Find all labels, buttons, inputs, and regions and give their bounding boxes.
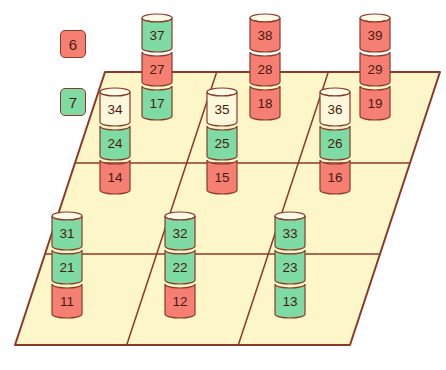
peg-ring: 19 <box>360 82 390 120</box>
ring-number: 27 <box>142 52 172 86</box>
peg-ring: 24 <box>100 122 130 160</box>
ring-number: 36 <box>320 92 350 126</box>
grid-line <box>45 253 380 255</box>
ring-number: 28 <box>250 52 280 86</box>
ring-number: 34 <box>100 92 130 126</box>
peg-ring: 22 <box>165 246 195 284</box>
ring-number: 33 <box>275 216 305 250</box>
ring-number: 38 <box>250 18 280 52</box>
peg-ring: 35 <box>207 88 237 126</box>
peg-ring: 38 <box>250 14 280 52</box>
peg-ring: 17 <box>142 82 172 120</box>
ring-number: 23 <box>275 250 305 284</box>
ring-number: 26 <box>320 126 350 160</box>
ring-number: 25 <box>207 126 237 160</box>
peg-ring: 33 <box>275 212 305 250</box>
peg-ring: 36 <box>320 88 350 126</box>
ring-number: 11 <box>52 284 82 318</box>
peg-ring: 14 <box>100 156 130 194</box>
peg-ring: 31 <box>52 212 82 250</box>
grid-line <box>238 72 328 345</box>
ring-number: 24 <box>100 126 130 160</box>
ring-number: 22 <box>165 250 195 284</box>
ring-number: 15 <box>207 160 237 194</box>
peg-ring: 28 <box>250 48 280 86</box>
ring-number: 16 <box>320 160 350 194</box>
ring-number: 32 <box>165 216 195 250</box>
legend-text: 6 <box>69 36 77 53</box>
ring-number: 21 <box>52 250 82 284</box>
peg-ring: 12 <box>165 280 195 318</box>
peg-ring: 34 <box>100 88 130 126</box>
peg-ring: 13 <box>275 280 305 318</box>
peg-ring: 37 <box>142 14 172 52</box>
ring-number: 39 <box>360 18 390 52</box>
peg-ring: 26 <box>320 122 350 160</box>
peg-ring: 23 <box>275 246 305 284</box>
ring-number: 13 <box>275 284 305 318</box>
peg-ring: 25 <box>207 122 237 160</box>
peg-ring: 27 <box>142 48 172 86</box>
ring-number: 19 <box>360 86 390 120</box>
peg-ring: 32 <box>165 212 195 250</box>
peg-ring: 39 <box>360 14 390 52</box>
peg-ring: 29 <box>360 48 390 86</box>
peg-ring: 16 <box>320 156 350 194</box>
ring-number: 18 <box>250 86 280 120</box>
ring-number: 12 <box>165 284 195 318</box>
grid-line <box>127 72 217 345</box>
legend-text: 7 <box>69 94 77 111</box>
peg-ring: 18 <box>250 82 280 120</box>
peg-ring: 15 <box>207 156 237 194</box>
ring-number: 14 <box>100 160 130 194</box>
ring-number: 37 <box>142 18 172 52</box>
ring-number: 29 <box>360 52 390 86</box>
peg-ring: 11 <box>52 280 82 318</box>
ring-number: 35 <box>207 92 237 126</box>
legend-swatch: 6 <box>60 30 86 58</box>
board-outline <box>15 72 440 345</box>
peg-ring: 21 <box>52 246 82 284</box>
legend-swatch: 7 <box>60 88 86 116</box>
peg-caps <box>52 14 390 220</box>
ring-number: 17 <box>142 86 172 120</box>
ring-number: 31 <box>52 216 82 250</box>
